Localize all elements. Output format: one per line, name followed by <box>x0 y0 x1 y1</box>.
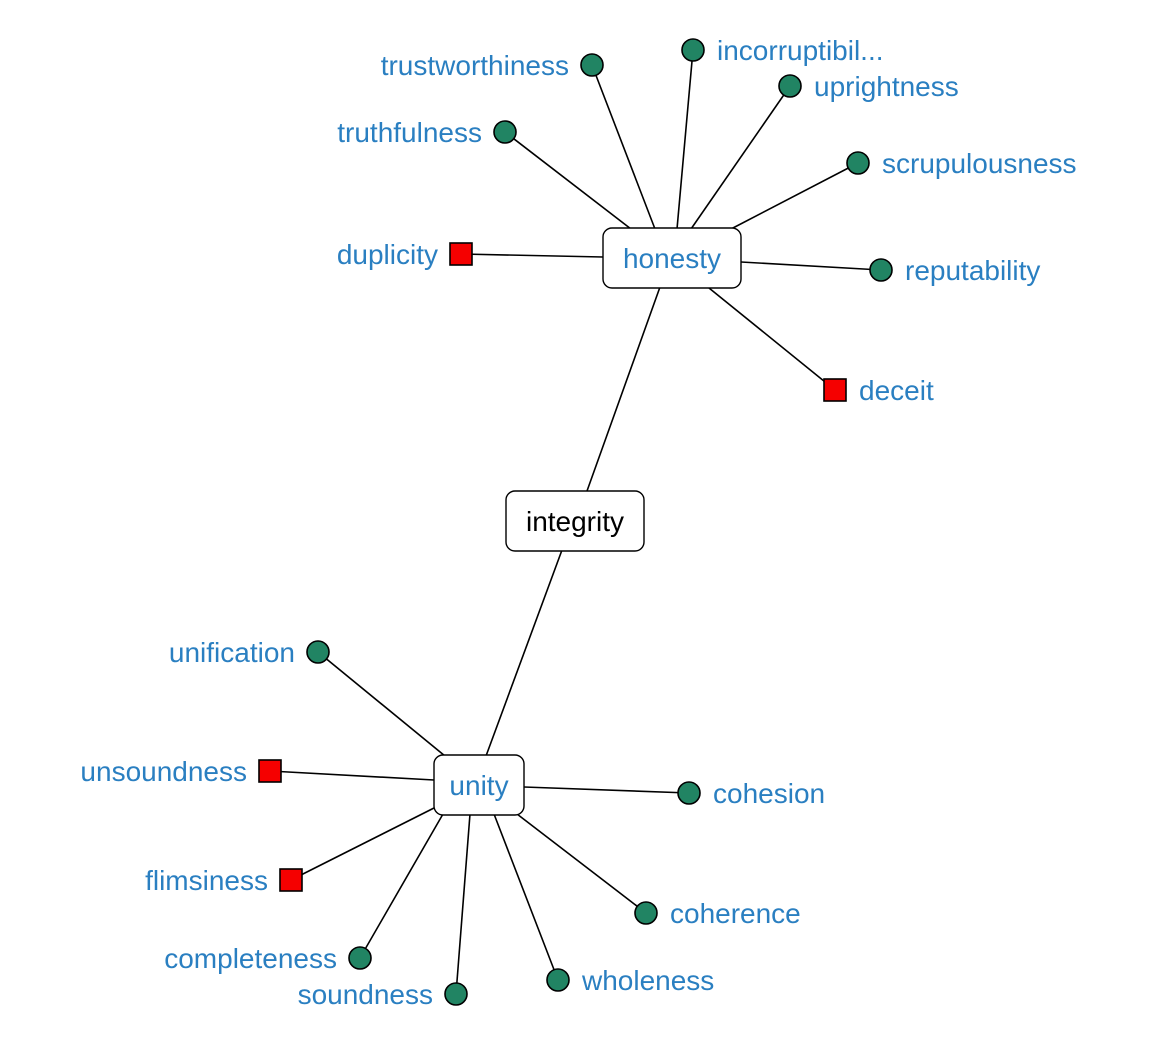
edge-completeness <box>359 813 444 959</box>
edge-integrity-unity <box>485 549 563 757</box>
leaf-label-unsoundness: unsoundness <box>80 756 247 787</box>
leaf-node-reputability[interactable]: reputability <box>869 255 1040 286</box>
leaf-label-duplicity: duplicity <box>337 239 438 270</box>
nodes-layer: trustworthiness incorruptibil... uprightne… <box>80 35 1076 1010</box>
leaf-node-unification[interactable]: unification <box>169 637 330 668</box>
edge-soundness <box>455 813 471 995</box>
leaf-node-duplicity[interactable]: duplicity <box>337 239 473 270</box>
antonym-marker-duplicity <box>449 242 473 266</box>
leaf-node-coherence[interactable]: coherence <box>634 898 801 929</box>
edge-cohesion <box>523 786 690 794</box>
synonym-marker-incorruptibility <box>681 38 705 62</box>
leaf-node-soundness[interactable]: soundness <box>298 979 468 1010</box>
edge-coherence <box>516 813 647 914</box>
antonym-marker-flimsiness <box>279 868 303 892</box>
hub-node-unity[interactable]: unity <box>433 754 525 816</box>
leaf-label-flimsiness: flimsiness <box>145 865 268 896</box>
synonym-marker-uprightness <box>778 74 802 98</box>
edge-wholeness <box>493 813 559 981</box>
leaf-node-unsoundness[interactable]: unsoundness <box>80 756 282 787</box>
synonym-marker-unification <box>306 640 330 664</box>
hub-label-integrity: integrity <box>526 506 624 537</box>
edge-duplicity <box>460 253 604 258</box>
edge-integrity-honesty <box>586 286 661 492</box>
synonym-marker-coherence <box>634 901 658 925</box>
edge-scrupulousness <box>730 162 859 230</box>
leaf-label-completeness: completeness <box>164 943 337 974</box>
edge-trustworthiness <box>591 64 656 230</box>
leaf-node-completeness[interactable]: completeness <box>164 943 372 974</box>
hub-box-integrity <box>505 490 645 552</box>
leaf-label-incorruptibility: incorruptibil... <box>717 35 884 66</box>
edge-truthfulness <box>504 131 632 230</box>
synonym-marker-trustworthiness <box>580 53 604 77</box>
edge-deceit <box>708 287 836 391</box>
hub-box-unity <box>433 754 525 816</box>
leaf-label-cohesion: cohesion <box>713 778 825 809</box>
hub-label-unity: unity <box>449 770 508 801</box>
leaf-node-flimsiness[interactable]: flimsiness <box>145 865 303 896</box>
leaf-label-soundness: soundness <box>298 979 433 1010</box>
hub-node-honesty[interactable]: honesty <box>602 227 742 289</box>
leaf-node-uprightness[interactable]: uprightness <box>778 71 959 102</box>
edges-layer <box>269 49 882 995</box>
leaf-node-trustworthiness[interactable]: trustworthiness <box>381 50 604 81</box>
leaf-node-incorruptibility[interactable]: incorruptibil... <box>681 35 884 66</box>
edge-unsoundness <box>269 770 435 781</box>
leaf-label-coherence: coherence <box>670 898 801 929</box>
edge-flimsiness <box>290 807 435 881</box>
leaf-label-deceit: deceit <box>859 375 934 406</box>
edge-unification <box>317 651 446 757</box>
synonym-marker-wholeness <box>546 968 570 992</box>
leaf-label-unification: unification <box>169 637 295 668</box>
synonym-marker-cohesion <box>677 781 701 805</box>
leaf-node-wholeness[interactable]: wholeness <box>546 965 714 996</box>
leaf-label-reputability: reputability <box>905 255 1040 286</box>
leaf-label-scrupulousness: scrupulousness <box>882 148 1077 179</box>
leaf-label-wholeness: wholeness <box>581 965 714 996</box>
edge-uprightness <box>690 85 791 230</box>
synonym-marker-reputability <box>869 258 893 282</box>
leaf-label-truthfulness: truthfulness <box>337 117 482 148</box>
hub-node-integrity[interactable]: integrity <box>505 490 645 552</box>
edge-incorruptibility <box>676 49 694 230</box>
hub-label-honesty: honesty <box>623 243 721 274</box>
hub-box-honesty <box>602 227 742 289</box>
antonym-marker-unsoundness <box>258 759 282 783</box>
leaf-label-trustworthiness: trustworthiness <box>381 50 569 81</box>
leaf-node-truthfulness[interactable]: truthfulness <box>337 117 517 148</box>
leaf-node-cohesion[interactable]: cohesion <box>677 778 825 809</box>
synonym-marker-completeness <box>348 946 372 970</box>
synonym-marker-truthfulness <box>493 120 517 144</box>
leaf-node-scrupulousness[interactable]: scrupulousness <box>846 148 1077 179</box>
antonym-marker-deceit <box>823 378 847 402</box>
synonym-marker-soundness <box>444 982 468 1006</box>
leaf-label-uprightness: uprightness <box>814 71 959 102</box>
synonym-marker-scrupulousness <box>846 151 870 175</box>
edge-reputability <box>740 261 882 271</box>
leaf-node-deceit[interactable]: deceit <box>823 375 934 406</box>
